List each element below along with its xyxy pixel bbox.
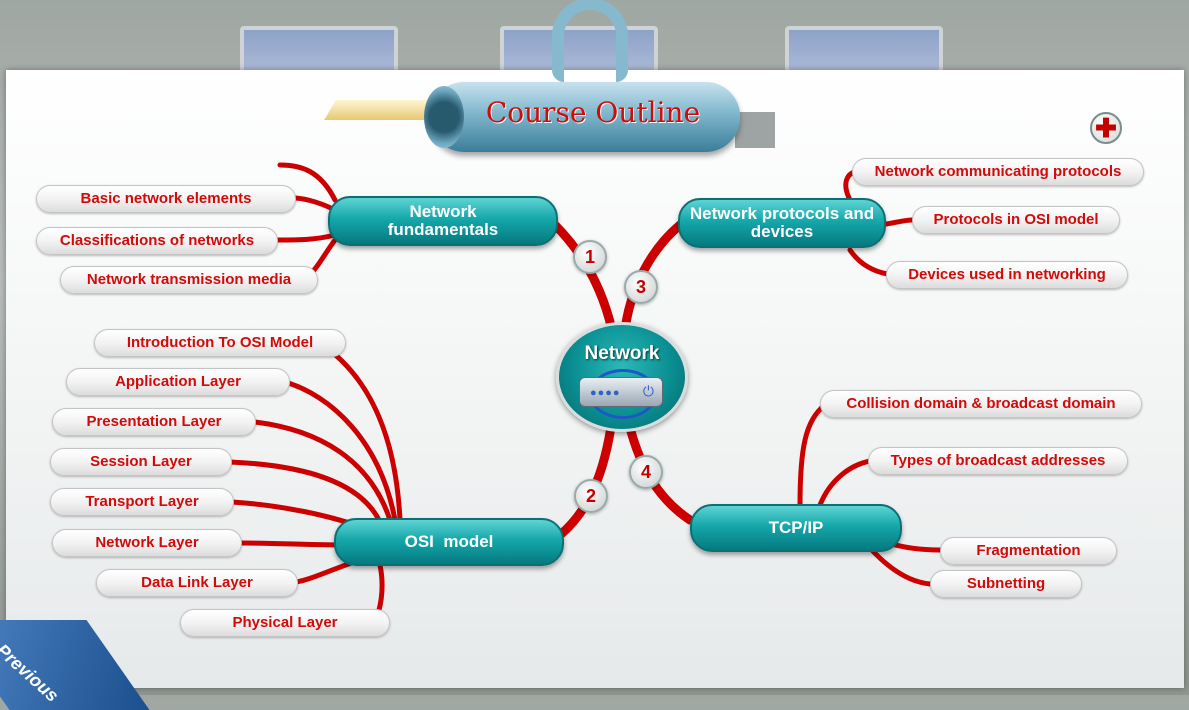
item-introduction-to-osi-model[interactable]: Introduction To OSI Model (94, 329, 346, 357)
hub-network-fundamentals[interactable]: Network fundamentals (328, 196, 558, 246)
badge-1: 1 (573, 240, 607, 274)
title-paper-right (735, 112, 775, 148)
item-network-communicating-protocols[interactable]: Network communicating protocols (852, 158, 1144, 186)
scroll-end (424, 86, 464, 148)
item-presentation-layer[interactable]: Presentation Layer (52, 408, 256, 436)
scroll-body (430, 82, 740, 152)
center-network-label: Network (584, 343, 660, 364)
item-protocols-in-osi-model[interactable]: Protocols in OSI model (912, 206, 1120, 234)
item-session-layer[interactable]: Session Layer (50, 448, 232, 476)
hub-tcp-ip[interactable]: TCP/IP (690, 504, 902, 552)
item-subnetting[interactable]: Subnetting (930, 570, 1082, 598)
item-collision-domain[interactable]: Collision domain & broadcast domain (820, 390, 1142, 418)
item-physical-layer[interactable]: Physical Layer (180, 609, 390, 637)
item-types-of-broadcast-addresses[interactable]: Types of broadcast addresses (868, 447, 1128, 475)
hub-osi-model[interactable]: OSI model (334, 518, 564, 566)
expand-plus-icon[interactable]: ✚ (1090, 112, 1122, 144)
item-data-link-layer[interactable]: Data Link Layer (96, 569, 298, 597)
item-classifications-of-networks[interactable]: Classifications of networks (36, 227, 278, 255)
page-title: Course Outline (485, 96, 701, 129)
item-devices-used-in-networking[interactable]: Devices used in networking (886, 261, 1128, 289)
hub-network-protocols[interactable]: Network protocols and devices (678, 198, 886, 248)
badge-2: 2 (574, 479, 608, 513)
badge-4: 4 (629, 455, 663, 489)
badge-3: 3 (624, 270, 658, 304)
item-application-layer[interactable]: Application Layer (66, 368, 290, 396)
item-fragmentation[interactable]: Fragmentation (940, 537, 1117, 565)
center-network-node[interactable]: Network ●●●● ⏻ (556, 322, 688, 432)
item-network-transmission-media[interactable]: Network transmission media (60, 266, 318, 294)
title-scroll: Course Outline (424, 0, 750, 160)
hub-network-fundamentals-label: Network fundamentals (387, 202, 499, 239)
item-network-layer[interactable]: Network Layer (52, 529, 242, 557)
item-basic-network-elements[interactable]: Basic network elements (36, 185, 296, 213)
item-transport-layer[interactable]: Transport Layer (50, 488, 234, 516)
router-icon: ●●●● ⏻ (579, 377, 663, 407)
scroll-handle (552, 0, 628, 82)
hub-network-protocols-label: Network protocols and devices (689, 204, 875, 241)
hub-tcp-ip-label: TCP/IP (768, 518, 824, 537)
hub-osi-model-label: OSI model (404, 532, 494, 551)
